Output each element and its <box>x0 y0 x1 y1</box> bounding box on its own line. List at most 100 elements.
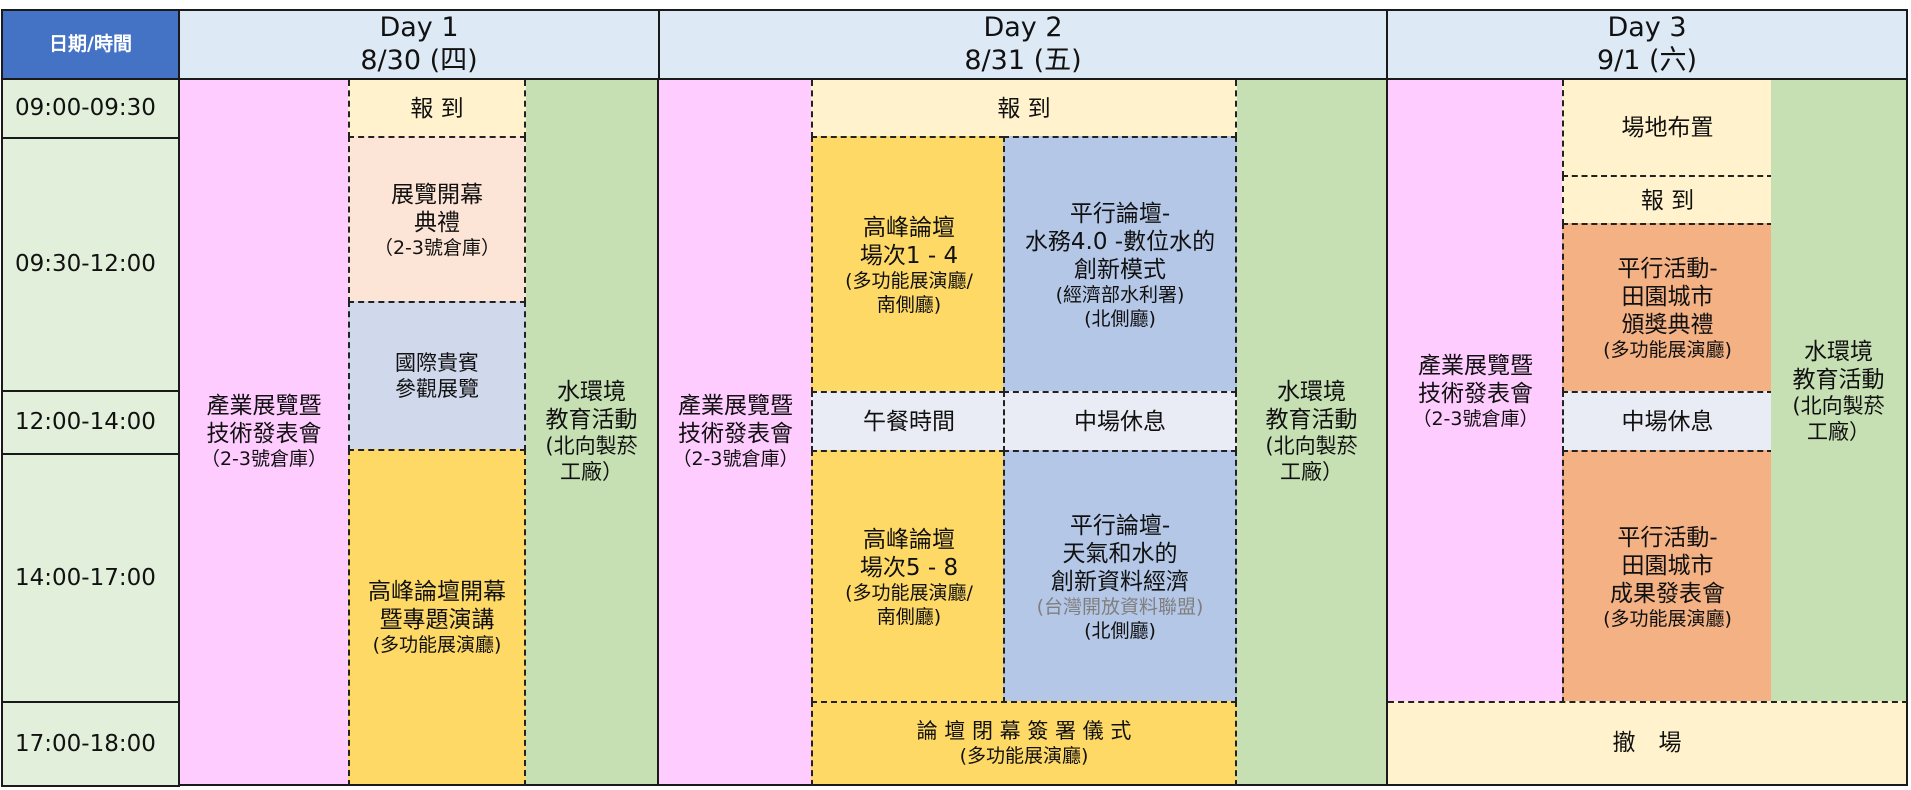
day2-closing-signing: 論 壇 閉 幕 簽 署 儀 式 (多功能展演廳) <box>811 701 1237 786</box>
event-title: 創新模式 <box>1074 257 1166 284</box>
event-title: 中場休息 <box>1074 409 1166 436</box>
event-venue: (多功能展演廳/ <box>845 582 973 605</box>
day2-parallel-water-4-0: 平行論壇- 水務4.0 -數位水的 創新模式 (經濟部水利署) (北側廳) <box>1003 136 1237 393</box>
event-title: 水務4.0 -數位水的 <box>1024 229 1216 256</box>
day2-title: Day 2 <box>983 12 1063 44</box>
event-title: 展覽開幕 <box>391 181 483 208</box>
day3-header: Day 3 9/1 (六) <box>1386 9 1908 80</box>
time-slot: 17:00-18:00 <box>1 701 180 787</box>
event-title: 中場休息 <box>1621 409 1714 436</box>
header-corner-label: 日期/時間 <box>49 32 132 55</box>
event-title: 天氣和水的 <box>1062 541 1178 568</box>
day2-header: Day 2 8/31 (五) <box>658 9 1388 80</box>
event-title: 水環境 <box>1277 379 1346 406</box>
day3-exhibition: 產業展覽暨 技術發表會 （2-3號倉庫） <box>1388 80 1563 703</box>
event-title: 高峰論壇 <box>863 215 955 242</box>
event-venue: （2-3號倉庫） <box>200 448 328 471</box>
event-title: 創新資料經濟 <box>1051 569 1189 596</box>
day2-lunch: 午餐時間 <box>811 391 1005 452</box>
day1-opening-ceremony: 展覽開幕 典禮 （2-3號倉庫） <box>348 136 526 303</box>
event-title: 產業展覽暨 <box>678 393 793 420</box>
event-venue: （2-3號倉庫） <box>1412 407 1539 430</box>
time-slot: 14:00-17:00 <box>1 453 180 703</box>
day2-exhibition: 產業展覽暨 技術發表會 （2-3號倉庫） <box>659 80 812 786</box>
day3-registration: 報 到 <box>1562 175 1773 225</box>
event-title: 高峰論壇開幕 <box>368 578 506 605</box>
day3-water-education: 水環境 教育活動 (北向製菸 工廠） <box>1771 80 1908 703</box>
event-title: 暨專題演講 <box>379 606 495 633</box>
event-venue: (多功能展演廳/ <box>845 270 973 293</box>
event-organizer: (經濟部水利署) <box>1055 284 1185 307</box>
event-title: 參觀展覽 <box>395 377 479 401</box>
day2-registration: 報 到 <box>811 80 1237 138</box>
event-title: 報 到 <box>1640 187 1695 214</box>
event-title: 報 到 <box>997 95 1051 122</box>
time-label: 17:00-18:00 <box>15 730 156 757</box>
event-title: 頒獎典禮 <box>1621 312 1714 339</box>
day2-parallel-weather-water: 平行論壇- 天氣和水的 創新資料經濟 (台灣開放資料聯盟) (北側廳) <box>1003 450 1237 703</box>
event-venue: 工廠） <box>1280 460 1343 485</box>
event-venue: (北向製菸 <box>545 434 638 459</box>
event-title: 平行活動- <box>1617 524 1718 551</box>
time-label: 09:00-09:30 <box>15 95 156 122</box>
event-venue: （2-3號倉庫） <box>373 236 501 259</box>
event-venue: 南側廳) <box>876 605 942 628</box>
event-venue: (北向製菸 <box>1792 393 1885 418</box>
event-venue: （2-3號倉庫） <box>672 448 799 471</box>
event-title: 高峰論壇 <box>863 527 955 554</box>
event-title: 教育活動 <box>1792 366 1885 393</box>
event-title: 平行論壇- <box>1069 201 1171 228</box>
day3-venue-setup: 場地布置 <box>1562 80 1773 177</box>
day3-break: 中場休息 <box>1562 391 1773 452</box>
event-title: 技術發表會 <box>206 421 322 448</box>
day3-title: Day 3 <box>1607 12 1687 44</box>
event-venue: (多功能展演廳) <box>1603 607 1732 630</box>
event-venue: (北側廳) <box>1084 307 1156 330</box>
day1-registration: 報 到 <box>348 80 526 138</box>
event-title: 水環境 <box>1804 338 1873 365</box>
time-label: 09:30-12:00 <box>15 251 156 278</box>
event-title: 田園城市 <box>1621 552 1714 579</box>
event-title: 產業展覽暨 <box>1418 352 1533 379</box>
day1-title: Day 1 <box>379 12 459 44</box>
day1-date: 8/30 (四) <box>360 44 478 76</box>
event-venue: 工廠） <box>560 460 623 485</box>
day1-exhibition: 產業展覽暨 技術發表會 （2-3號倉庫） <box>180 80 348 786</box>
day3-garden-city-results: 平行活動- 田園城市 成果發表會 (多功能展演廳) <box>1562 450 1773 703</box>
event-title: 產業展覽暨 <box>206 393 322 420</box>
day2-summit-sessions-1-4: 高峰論壇 場次1 - 4 (多功能展演廳/ 南側廳) <box>811 136 1005 393</box>
header-date-time: 日期/時間 <box>1 9 180 80</box>
time-label: 12:00-14:00 <box>15 409 156 436</box>
event-title: 成果發表會 <box>1610 580 1725 607</box>
event-title: 平行論壇- <box>1069 513 1171 540</box>
day2-water-education: 水環境 教育活動 (北向製菸 工廠） <box>1237 80 1388 786</box>
event-venue: (多功能展演廳) <box>372 633 502 656</box>
event-title: 教育活動 <box>1265 407 1358 434</box>
day2-date: 8/31 (五) <box>964 44 1082 76</box>
day1-vip-tour: 國際貴賓 參觀展覽 <box>348 301 526 451</box>
event-title: 技術發表會 <box>678 421 793 448</box>
time-slot: 12:00-14:00 <box>1 390 180 455</box>
event-title: 午餐時間 <box>863 409 955 436</box>
day3-teardown: 撤 場 <box>1388 701 1908 786</box>
day2-summit-sessions-5-8: 高峰論壇 場次5 - 8 (多功能展演廳/ 南側廳) <box>811 450 1005 703</box>
day2-break: 中場休息 <box>1003 391 1237 452</box>
event-title: 水環境 <box>557 379 626 406</box>
event-title: 場地布置 <box>1621 115 1714 142</box>
event-title: 報 到 <box>410 95 464 122</box>
event-venue: 南側廳) <box>876 293 942 316</box>
event-venue: (北側廳) <box>1084 619 1156 642</box>
event-title: 場次1 - 4 <box>859 243 959 270</box>
day3-date: 9/1 (六) <box>1596 44 1698 76</box>
event-venue: 工廠） <box>1807 419 1870 444</box>
event-title: 田園城市 <box>1621 284 1714 311</box>
event-title: 技術發表會 <box>1418 380 1533 407</box>
event-title: 論 壇 閉 幕 簽 署 儀 式 <box>916 719 1132 744</box>
event-venue: (北向製菸 <box>1265 434 1358 459</box>
event-title: 典禮 <box>414 209 460 236</box>
event-title: 教育活動 <box>545 407 638 434</box>
event-venue: (多功能展演廳) <box>959 744 1089 767</box>
event-title: 國際貴賓 <box>395 351 479 376</box>
day3-garden-city-awards: 平行活動- 田園城市 頒獎典禮 (多功能展演廳) <box>1562 223 1773 393</box>
time-slot: 09:30-12:00 <box>1 137 180 392</box>
